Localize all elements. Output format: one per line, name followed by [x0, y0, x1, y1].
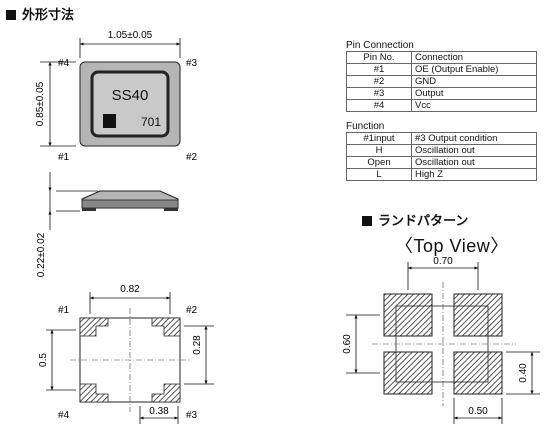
- table-cell: High Z: [411, 168, 537, 181]
- dim-land-top-width: 0.70: [433, 256, 453, 267]
- bottom-pad-2: [151, 317, 181, 337]
- top-view-label: 〈Top View〉: [395, 236, 509, 256]
- bottom-pin-label-3: #3: [186, 410, 198, 421]
- pin-label-3: #3: [186, 58, 198, 69]
- bottom-pin-label-4: #4: [58, 410, 70, 421]
- outline-title-text: 外形寸法: [22, 7, 75, 22]
- function-title: Function: [346, 121, 385, 132]
- dim-bottom-pad-w: 0.38: [149, 406, 169, 417]
- bottom-pad-3: [79, 383, 109, 403]
- dim-land-right-height: 0.40: [518, 363, 529, 383]
- pin-connection-block: Pin Connection Pin No. Connection #1 OE …: [346, 40, 537, 112]
- land-title-text: ランドパターン: [378, 213, 469, 228]
- marking-line2: 701: [141, 115, 161, 129]
- package-top-view: SS40 701 #4 #3 #1 #2 1.05±0.05 0.85±0.05: [35, 30, 198, 163]
- table-cell: Vcc: [411, 99, 537, 112]
- pin-connection-title: Pin Connection: [346, 40, 414, 51]
- square-bullet-icon: [362, 216, 372, 226]
- bottom-pin-label-1: #1: [58, 305, 70, 316]
- square-bullet-icon: [6, 10, 16, 20]
- table-row: #4 Vcc: [346, 99, 537, 112]
- marking-line1: SS40: [112, 87, 149, 104]
- dim-bottom-height: 0.5: [38, 353, 49, 367]
- dim-land-left-height: 0.60: [342, 334, 353, 354]
- land-section-title: ランドパターン: [362, 210, 468, 229]
- land-pad-tr: [453, 293, 503, 337]
- dim-top-width: 1.05±0.05: [108, 30, 153, 41]
- function-table: #1input #3 Output condition H Oscillatio…: [346, 132, 537, 181]
- dim-bottom-pitch: 0.82: [120, 284, 140, 295]
- pin-label-1: #1: [58, 152, 70, 163]
- land-pad-tl: [383, 293, 433, 337]
- pin-connection-table: Pin No. Connection #1 OE (Output Enable)…: [346, 51, 537, 112]
- dim-top-height: 0.85±0.05: [35, 81, 46, 126]
- outline-section-title: 外形寸法: [6, 4, 74, 23]
- land-pad-br: [453, 351, 503, 395]
- dim-bottom-pad-h: 0.28: [192, 335, 203, 355]
- land-pattern-view: 0.70 0.60 0.40 0.50: [342, 256, 540, 424]
- bottom-pin-label-2: #2: [186, 305, 198, 316]
- pin-label-4: #4: [58, 58, 70, 69]
- table-row: #1input #3 Output condition: [346, 132, 537, 145]
- table-row: L High Z: [346, 168, 537, 181]
- bottom-pad-4: [151, 383, 181, 403]
- land-pad-bl: [383, 351, 433, 395]
- bottom-pad-1: [79, 317, 109, 337]
- table-row: Open Oscillation out: [346, 156, 537, 169]
- pin1-indicator-icon: [103, 114, 116, 128]
- dim-side-height: 0.22±0.02: [36, 232, 47, 277]
- table-row: #2 GND: [346, 75, 537, 88]
- package-side-view: 0.22±0.02: [36, 172, 179, 277]
- pin-label-2: #2: [186, 152, 198, 163]
- package-bottom-view: #1 #2 #4 #3 0.82 0.5 0.28 0.38: [38, 284, 214, 424]
- dim-land-bottom-width: 0.50: [468, 406, 488, 417]
- function-block: Function #1input #3 Output condition H O…: [346, 121, 537, 181]
